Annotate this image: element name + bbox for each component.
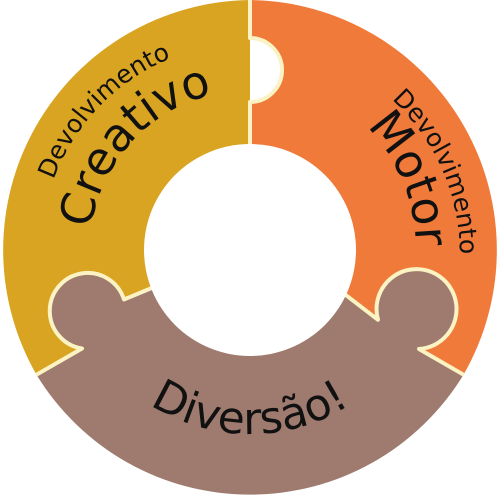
segment-motor-piece [250, 0, 497, 375]
seam-left [35, 271, 157, 377]
segment-creative-piece [3, 0, 250, 375]
center-hole [144, 144, 356, 356]
segment-fun-piece [36, 269, 464, 495]
seam-right [343, 267, 465, 377]
seam-top [248, 0, 284, 145]
piece-borders [35, 0, 465, 377]
